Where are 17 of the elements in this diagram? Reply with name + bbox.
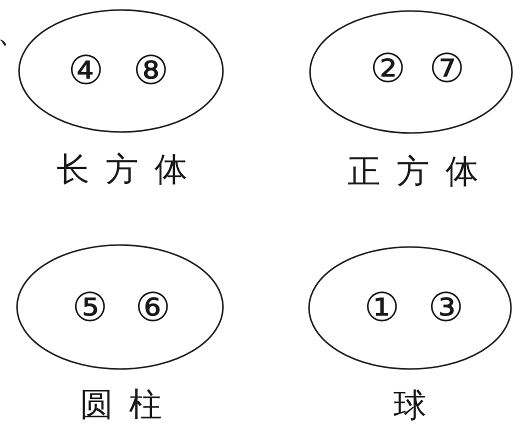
circled-number: ③ (428, 288, 464, 328)
shape-name-label: 正方体 (348, 154, 494, 188)
circled-number: ⑦ (429, 49, 465, 89)
circled-number: ④ (68, 51, 104, 91)
punctuation-mark: 、 (0, 18, 27, 48)
ellipse (309, 10, 513, 134)
ellipse (308, 246, 512, 370)
shape-name-label: 球 (394, 388, 442, 422)
ellipse (16, 244, 224, 370)
circled-number: ⑤ (72, 288, 108, 328)
circled-number: ① (364, 288, 400, 328)
circled-number: ⑥ (135, 288, 171, 328)
ellipse (18, 9, 224, 133)
circled-number: ⑧ (133, 51, 169, 91)
circled-number: ② (370, 49, 406, 89)
shape-name-label: 圆柱 (80, 388, 178, 420)
shape-name-label: 长方体 (56, 152, 204, 186)
